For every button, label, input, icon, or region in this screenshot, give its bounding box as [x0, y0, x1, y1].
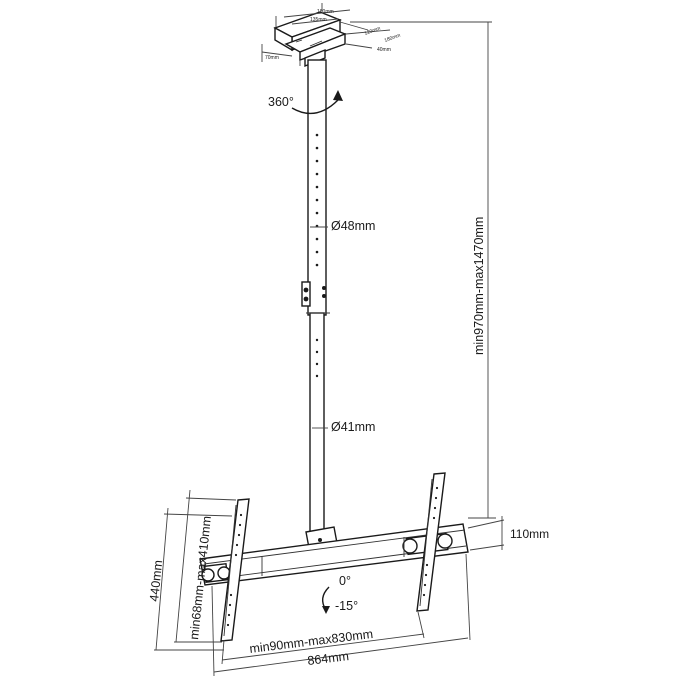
lower-tube-diameter-label: Ø41mm [331, 420, 375, 434]
total-height-label: 440mm [147, 559, 165, 602]
total-height-dimension [154, 507, 233, 651]
total-width-label: 864mm [307, 649, 350, 668]
bracket-depth-180-label: 180mm [384, 33, 402, 44]
lower-tube-holes [315, 338, 319, 378]
lower-tube [306, 312, 330, 536]
tilt-minus-label: -15° [335, 599, 358, 613]
bracket-width-180-label: 180mm [317, 9, 334, 15]
pole-height-dimension [350, 21, 496, 519]
rotation-label: 360° [268, 95, 294, 109]
left-arm-holes [226, 513, 243, 627]
horizontal-range-dimension [221, 611, 425, 665]
horizontal-range-label: min90mm-max830mm [249, 627, 374, 656]
ceiling-bracket [273, 11, 347, 68]
bracket-depth-120-label: 120mm [364, 26, 382, 37]
right-arm-holes [422, 486, 439, 597]
bracket-height-40-label: 40mm [377, 47, 391, 53]
bracket-width-135-label: 135mm [310, 17, 327, 23]
bracket-dimensions [261, 3, 391, 66]
upper-tube-holes [315, 133, 319, 267]
rotation-arrow-icon [291, 90, 343, 115]
crossbar-slot-left [201, 562, 231, 584]
depth-label: 110mm [510, 527, 549, 541]
depth-dimension [467, 516, 505, 551]
vertical-range-dimension [174, 489, 237, 643]
tilt-arrow-icon [321, 586, 330, 614]
tilt-zero-label: 0° [339, 574, 351, 588]
left-vertical-arm [220, 498, 250, 642]
bracket-width-70-label: 70mm [265, 55, 279, 61]
right-vertical-arm [416, 472, 446, 612]
pole-height-label: min970mm-max1470mm [472, 217, 486, 355]
upper-tube-diameter-label: Ø48mm [331, 219, 375, 233]
upper-tube [301, 59, 327, 316]
total-width-dimension [211, 553, 471, 677]
